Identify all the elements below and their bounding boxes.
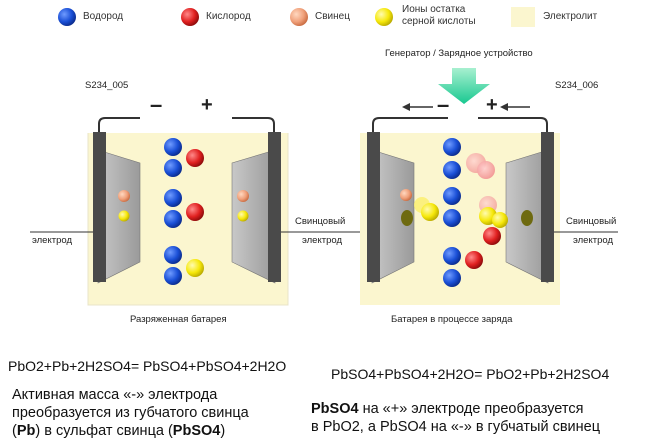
right-note-line-2: в PbO2, а PbSO4 на «-» в губчатый свинец: [311, 419, 601, 435]
left-caption: Разряженная батарея: [130, 314, 227, 325]
left-note-line-1: Активная масса «-» электрода: [12, 387, 218, 403]
left-minus-sign: –: [150, 92, 163, 117]
oxygen-legend-icon: [181, 8, 199, 26]
right-diagram-code: S234_006: [555, 80, 599, 91]
legend: [58, 7, 535, 27]
hydrogen-legend-icon: [58, 8, 76, 26]
lead-legend-icon: [290, 8, 308, 26]
center-electrode-label-2: электрод: [302, 235, 342, 246]
right-electrode-label-1: Свинцовый: [566, 216, 617, 227]
left-diagram-code: S234_005: [85, 80, 129, 91]
right-electrode-label-2: электрод: [573, 235, 613, 246]
center-electrode-label-1: Свинцовый: [295, 216, 346, 227]
charging-battery: [360, 68, 618, 305]
discharged-battery: [30, 117, 360, 306]
left-plus-sign: +: [201, 94, 213, 116]
charger-label: Генератор / Зарядное устройство: [385, 48, 533, 59]
legend-sulfate-label-2: серной кислоты: [402, 16, 476, 27]
left-electrode-label: электрод: [32, 235, 72, 246]
left-note-line-2: преобразуется из губчатого свинца: [12, 405, 249, 421]
legend-lead-label: Свинец: [315, 11, 350, 22]
charger-arrow-icon: [438, 68, 490, 104]
legend-oxygen-label: Кислород: [206, 11, 251, 22]
legend-electrolyte-label: Электролит: [543, 11, 598, 22]
charge-equation: PbSO4+PbSO4+2H2O= PbO2+Pb+2H2SO4: [331, 366, 610, 382]
right-minus-sign: –: [437, 92, 450, 117]
sulfate-legend-icon: [375, 8, 393, 26]
right-note-line-1: PbSO4 на «+» электроде преобразуется: [311, 401, 584, 417]
right-plus-sign: +: [486, 94, 498, 116]
legend-hydrogen-label: Водород: [83, 11, 124, 22]
right-caption: Батарея в процессе заряда: [391, 314, 513, 325]
electrolyte-legend-swatch: [511, 7, 535, 27]
discharge-equation: PbO2+Pb+2H2SO4= PbSO4+PbSO4+2H2O: [8, 358, 287, 374]
legend-sulfate-label-1: Ионы остатка: [402, 4, 466, 15]
left-note-line-3: (Pb) в сульфат свинца (PbSO4): [12, 423, 226, 439]
